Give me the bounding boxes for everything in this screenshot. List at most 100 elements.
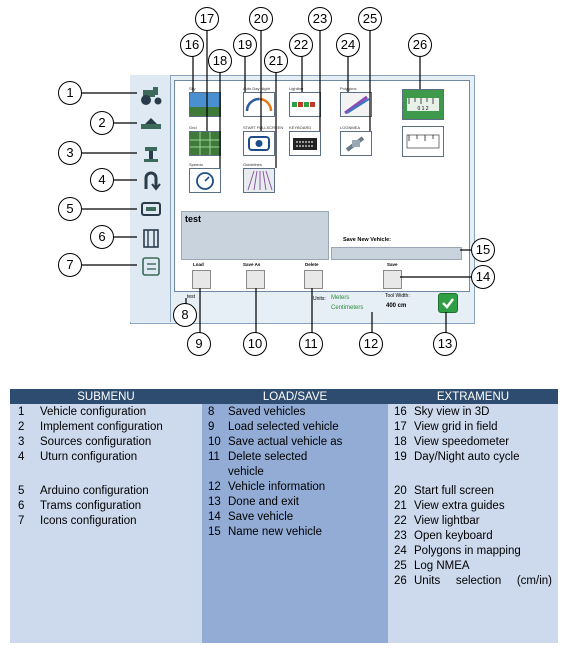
callout-25: 25 — [358, 7, 382, 31]
callout-6: 6 — [90, 225, 114, 249]
grid-toggle[interactable] — [189, 131, 221, 156]
callout-16: 16 — [180, 33, 204, 57]
tile-label-grid: Grid — [189, 125, 197, 130]
implement-icon[interactable] — [137, 114, 165, 136]
fullscreen-toggle[interactable] — [243, 131, 275, 156]
tile-label-fullscreen: START FULLSCREEN — [243, 125, 284, 130]
tractor-icon[interactable] — [137, 84, 165, 106]
load-button[interactable] — [192, 270, 211, 289]
polygons-toggle[interactable] — [340, 92, 372, 117]
tile-label-auto-day-night: Auto Day Night — [243, 86, 270, 91]
callout-2: 2 — [90, 111, 114, 135]
callout-10: 10 — [243, 332, 267, 356]
callout-11: 11 — [299, 332, 323, 356]
callout-7: 7 — [58, 253, 82, 277]
units-metric-toggle[interactable]: 0 1 2 — [402, 89, 444, 120]
header-submenu: SUBMENU — [10, 389, 202, 404]
callout-9: 9 — [187, 332, 211, 356]
keyboard-toggle[interactable] — [289, 131, 321, 156]
saved-vehicle-name[interactable]: test — [187, 294, 196, 300]
trams-icon[interactable] — [137, 227, 165, 249]
tile-label-lightbar: Lightbar — [289, 86, 304, 91]
log-nmea-toggle[interactable] — [340, 131, 372, 156]
new-vehicle-name-input[interactable] — [331, 247, 462, 260]
speedometer-toggle[interactable] — [189, 168, 221, 193]
callout-4: 4 — [90, 168, 114, 192]
units-centimeters: Centimeters — [331, 305, 364, 311]
callout-26: 26 — [408, 33, 432, 57]
units-meters: Meters — [331, 295, 350, 301]
header-extramenu: EXTRAMENU — [388, 389, 558, 404]
sky-toggle[interactable] — [189, 92, 221, 117]
antenna-icon[interactable] — [137, 142, 165, 164]
arduino-icon[interactable] — [137, 198, 165, 220]
callout-19: 19 — [233, 33, 257, 57]
screenshot-diagram: Sky Auto Day Night Lightbar Polygons Gri… — [58, 7, 495, 356]
callout-21: 21 — [264, 49, 288, 73]
callout-23: 23 — [308, 7, 332, 31]
header-loadsave: LOAD/SAVE — [202, 389, 388, 404]
callout-8: 8 — [173, 303, 197, 327]
load-label: Load — [193, 262, 204, 267]
callout-1: 1 — [58, 81, 82, 105]
tile-label-keyboard: KEYBOARD — [289, 125, 312, 130]
vehicle-info-text: test — [185, 214, 202, 224]
callout-15: 15 — [471, 238, 495, 262]
callout-24: 24 — [336, 33, 360, 57]
ruler-scale-text: 0 1 2 — [417, 106, 428, 112]
tile-label-sky: Sky — [189, 86, 196, 91]
save-new-vehicle-label: Save New Vehicle: — [343, 237, 391, 243]
done-exit-button[interactable] — [438, 293, 458, 313]
guidelines-toggle[interactable] — [243, 168, 275, 193]
uturn-icon[interactable] — [137, 169, 165, 191]
callout-12: 12 — [359, 332, 383, 356]
units-imperial-toggle[interactable] — [402, 126, 444, 157]
tile-label-speedo: Speedo — [189, 162, 203, 167]
icons-config-icon[interactable] — [137, 255, 165, 277]
lightbar-toggle[interactable] — [289, 92, 321, 117]
check-icon — [442, 298, 454, 309]
vehicle-info-box: test — [181, 211, 329, 260]
day-night-toggle[interactable] — [243, 92, 275, 117]
tile-label-guidelines: Guidelines — [243, 162, 262, 167]
tool-width-value: 400 cm — [386, 303, 407, 309]
save-as-label: Save As — [243, 262, 261, 267]
callout-13: 13 — [433, 332, 457, 356]
save-label: Save — [387, 262, 398, 267]
callout-17: 17 — [195, 7, 219, 31]
submenu-sidebar — [130, 75, 171, 322]
tool-width-label: Tool Width: — [385, 293, 410, 299]
callout-14: 14 — [471, 265, 495, 289]
callout-22: 22 — [289, 33, 313, 57]
delete-button[interactable] — [304, 270, 323, 289]
save-button[interactable] — [383, 270, 402, 289]
